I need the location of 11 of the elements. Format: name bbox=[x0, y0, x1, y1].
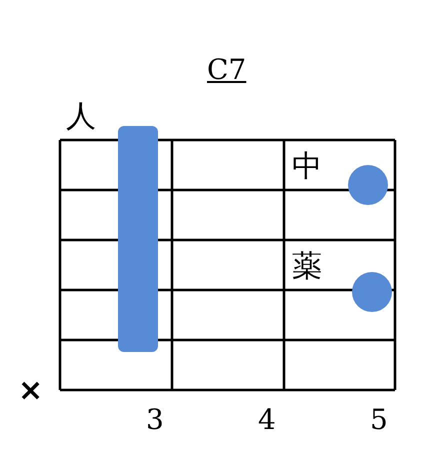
muted-string-mark: × bbox=[18, 376, 44, 406]
chord-title: C7 bbox=[207, 56, 246, 84]
fret-number: 3 bbox=[146, 406, 164, 434]
finger-label: 人 bbox=[66, 102, 96, 132]
fret-number: 4 bbox=[258, 406, 276, 434]
barre-bar bbox=[118, 126, 158, 352]
fret-number: 5 bbox=[370, 406, 388, 434]
finger-dot bbox=[348, 165, 388, 205]
finger-label: 中 bbox=[292, 152, 322, 182]
finger-dot bbox=[352, 272, 392, 312]
finger-label: 薬 bbox=[292, 252, 322, 282]
